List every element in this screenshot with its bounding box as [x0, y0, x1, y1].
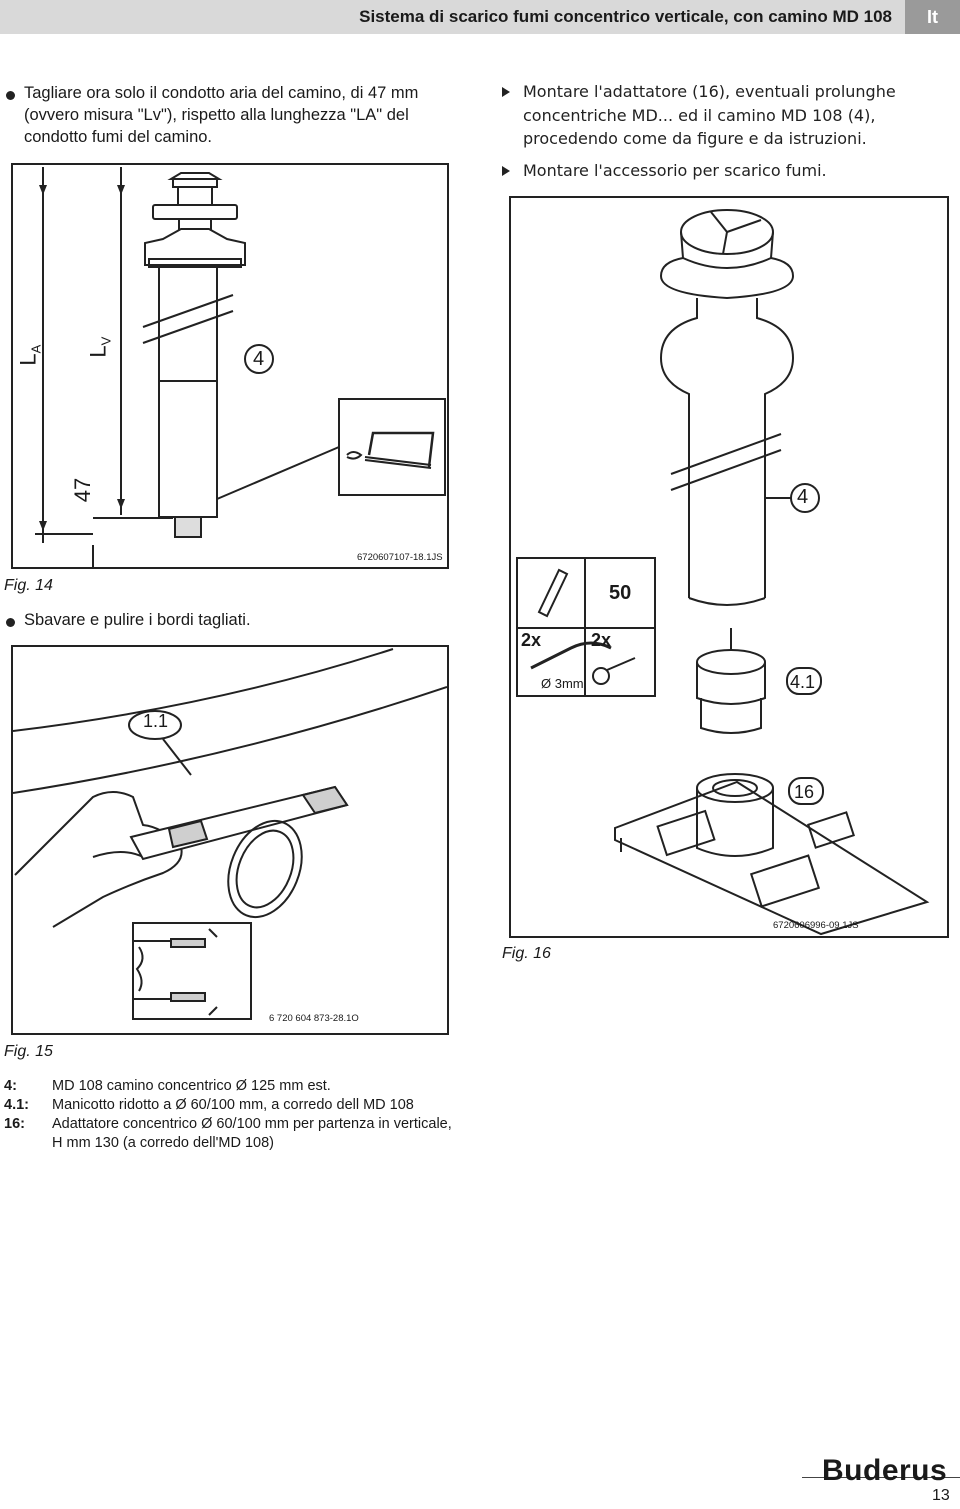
instruction-line: procedendo come da figure e da istruzion…: [523, 129, 867, 148]
footer-rule: [802, 1477, 960, 1478]
figure-16-drawing: [516, 209, 930, 936]
drill-diameter: Ø 3mm: [541, 676, 584, 691]
page-header: [0, 0, 960, 34]
callout-1-1: 1.1: [143, 711, 169, 731]
brand-logo: Buderus: [822, 1454, 948, 1487]
figure-code: 6 720 604 873-28.1O: [269, 1013, 359, 1024]
la-label: LA: [15, 344, 44, 366]
page-number: 13: [932, 1487, 950, 1504]
step-arrow-icon: [502, 87, 510, 97]
callout-4-1: 4.1: [790, 672, 816, 692]
instruction-mount-accessory: Montare l'accessorio per scarico fumi.: [523, 161, 827, 180]
bullet-icon: [6, 91, 15, 100]
step-arrow-icon: [502, 166, 510, 176]
figure-14: LA LV 4 47 6720607107-18.1JS: [11, 163, 449, 569]
instruction-line: Montare l'adattatore (16), eventuali pro…: [523, 82, 896, 101]
figure-16-caption: Fig. 16: [502, 945, 551, 962]
bullet-icon: [6, 618, 15, 627]
drill-depth: 50: [609, 582, 632, 604]
figure-14-drawing: [35, 167, 446, 567]
figure-16: 4 4.1 16 2x 2x Ø 3mm 50 6720606996-09.1J…: [509, 196, 949, 938]
callout-16: 16: [794, 782, 815, 802]
instruction-line: (ovvero misura "Lv"), rispetto alla lung…: [24, 106, 409, 124]
legend-item: 4.1:Manicotto ridotto a Ø 60/100 mm, a c…: [4, 1097, 414, 1113]
instruction-cut: Tagliare ora solo il condotto aria del c…: [24, 82, 418, 148]
screw-quantity: 2x: [521, 630, 542, 650]
legend-item: 4:MD 108 camino concentrico Ø 125 mm est…: [4, 1078, 331, 1094]
language-tab: It: [905, 0, 960, 34]
lv-label: LV: [85, 336, 114, 358]
legend-item: 16:Adattatore concentrico Ø 60/100 mm pe…: [4, 1116, 452, 1132]
callout-4: 4: [253, 348, 265, 370]
figure-15-drawing: [12, 648, 448, 1020]
legend-item: H mm 130 (a corredo dell'MD 108): [52, 1135, 274, 1151]
figure-15-caption: Fig. 15: [4, 1043, 53, 1060]
legend: 4:MD 108 camino concentrico Ø 125 mm est…: [4, 1077, 452, 1153]
plug-quantity: 2x: [591, 630, 612, 650]
dimension-47: 47: [70, 477, 96, 503]
callout-4: 4: [797, 486, 809, 508]
instruction-line: condotto fumi del camino.: [24, 128, 213, 146]
instruction-line: concentriche MD... ed il camino MD 108 (…: [523, 105, 876, 125]
figure-code: 6720606996-09.1JS: [773, 920, 859, 931]
figure-15: 1.1 6 720 604 873-28.1O: [11, 645, 449, 1035]
figure-14-caption: Fig. 14: [4, 577, 53, 594]
instruction-line: Tagliare ora solo il condotto aria del c…: [24, 84, 419, 102]
instruction-deburr: Sbavare e pulire i bordi tagliati.: [24, 611, 251, 629]
page-title: Sistema di scarico fumi concentrico vert…: [359, 7, 892, 26]
instruction-mount-adapter: Montare l'adattatore (16), eventuali pro…: [523, 80, 896, 151]
figure-code: 6720607107-18.1JS: [357, 552, 443, 563]
